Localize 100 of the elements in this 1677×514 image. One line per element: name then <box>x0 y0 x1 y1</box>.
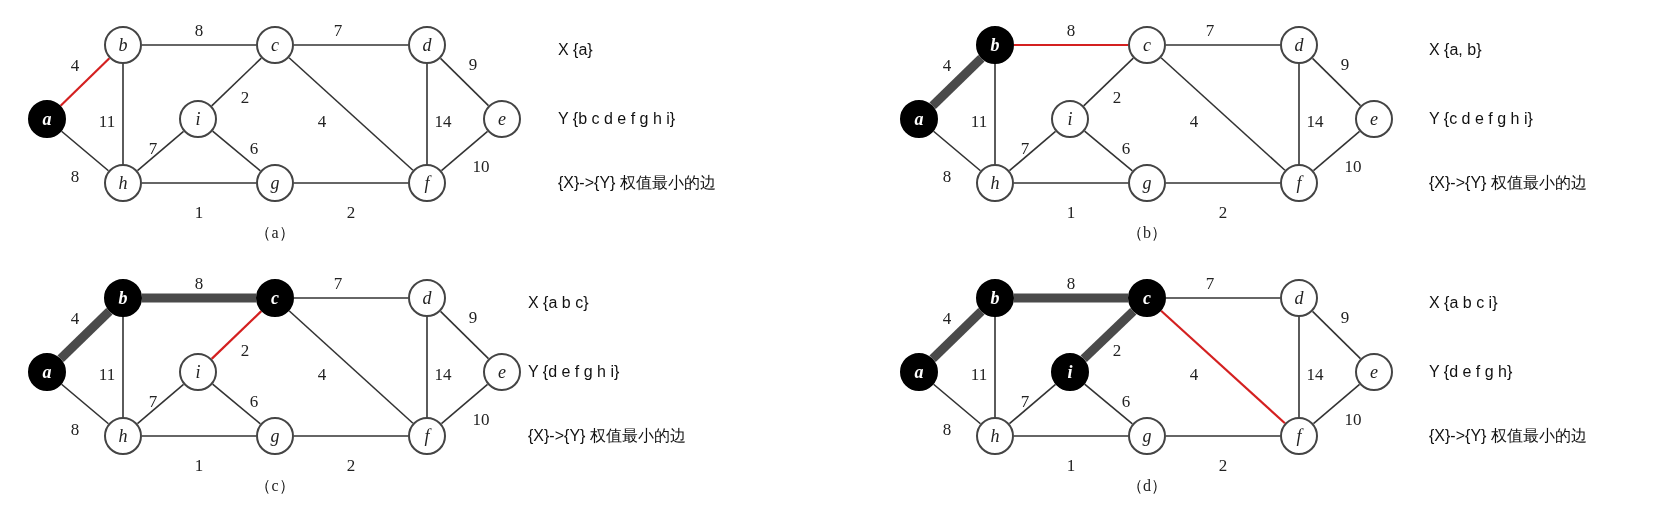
graph-edge <box>994 316 996 418</box>
graph-edge <box>122 63 124 165</box>
graph-edge <box>1165 182 1281 184</box>
edge-label: 9 <box>1340 308 1350 326</box>
edge-label: 14 <box>434 112 452 130</box>
edge-label: 2 <box>240 88 250 106</box>
edge-label: 6 <box>249 139 259 157</box>
graph-edge <box>1165 297 1281 299</box>
edge-label: 11 <box>98 112 116 130</box>
edge-label: 6 <box>249 392 259 410</box>
graph-edge <box>288 309 414 425</box>
edge-label: 4 <box>317 112 327 130</box>
edge-label: 9 <box>1340 55 1350 73</box>
visited-vertex: b <box>976 26 1014 64</box>
graph-edge <box>1160 309 1286 425</box>
vertex-set: Y {d e f g h} <box>1429 364 1513 380</box>
edge-label: 10 <box>1344 410 1362 428</box>
graph-edge <box>1082 57 1135 107</box>
visited-vertex: c <box>1128 279 1166 317</box>
graph-edge <box>1160 56 1286 172</box>
edge-label: 7 <box>1205 274 1215 292</box>
edge-label: 2 <box>1112 88 1122 106</box>
edge-label: 2 <box>346 456 356 474</box>
graph-edge <box>293 182 409 184</box>
graph-edge <box>1083 383 1134 425</box>
edge-label: 7 <box>148 392 158 410</box>
edge-label: 7 <box>333 21 343 39</box>
graph-edge <box>293 435 409 437</box>
edge-label: 10 <box>1344 157 1362 175</box>
vertex-set: X {a, b} <box>1429 42 1482 58</box>
panel-caption: （b） <box>1127 225 1167 241</box>
visited-vertex: i <box>1051 353 1089 391</box>
edge-label: 10 <box>472 410 490 428</box>
edge-label: 2 <box>1218 203 1228 221</box>
edge-label: 8 <box>1066 21 1076 39</box>
edge-label: 4 <box>317 365 327 383</box>
tree-edge <box>929 308 985 362</box>
vertex-set: X {a b c} <box>528 295 589 311</box>
graph-edge <box>60 383 110 425</box>
graph-edge <box>1298 63 1300 165</box>
graph-edge <box>136 130 185 172</box>
graph-edge <box>1013 182 1129 184</box>
graph-edge <box>60 130 110 172</box>
graph-edge <box>122 316 124 418</box>
edge-label: 14 <box>434 365 452 383</box>
graph-edge <box>210 57 263 107</box>
edge-label: 4 <box>942 56 952 74</box>
graph-edge <box>426 316 428 418</box>
edge-label: 8 <box>194 21 204 39</box>
graph-edge <box>1008 130 1057 172</box>
rule-note: {X}->{Y} 权值最小的边 <box>558 175 716 191</box>
edge-label: 14 <box>1306 112 1324 130</box>
visited-vertex: a <box>28 353 66 391</box>
edge-label: 4 <box>1189 112 1199 130</box>
rule-note: {X}->{Y} 权值最小的边 <box>1429 175 1587 191</box>
edge-label: 11 <box>98 365 116 383</box>
graph-edge <box>211 130 262 172</box>
panel-caption: （c） <box>255 478 295 494</box>
edge-label: 2 <box>346 203 356 221</box>
graph-edge <box>1165 435 1281 437</box>
edge-label: 8 <box>70 420 80 438</box>
vertex-set: X {a b c i} <box>1429 295 1498 311</box>
graph-edge <box>1311 57 1362 107</box>
vertex-set: X {a} <box>558 42 593 58</box>
edge-label: 8 <box>942 420 952 438</box>
graph-edge <box>994 63 996 165</box>
rule-note: {X}->{Y} 权值最小的边 <box>1429 428 1587 444</box>
graph-edge <box>1312 383 1361 425</box>
edge-label: 8 <box>194 274 204 292</box>
edge-label: 4 <box>1189 365 1199 383</box>
panel-caption: （a） <box>255 225 295 241</box>
edge-label: 4 <box>942 309 952 327</box>
vertex-set: Y {c d e f g h i} <box>1429 111 1533 127</box>
edge-label: 2 <box>1218 456 1228 474</box>
graph-edge <box>59 57 111 107</box>
edge-label: 11 <box>970 365 988 383</box>
visited-vertex: c <box>256 279 294 317</box>
tree-edge <box>1080 307 1137 363</box>
graph-edge <box>210 310 263 360</box>
graph-edge <box>1311 310 1362 360</box>
edge-label: 7 <box>333 274 343 292</box>
graph-edge <box>211 383 262 425</box>
graph-edge <box>1008 383 1057 425</box>
graph-edge <box>1312 130 1361 172</box>
graph-edge <box>1013 435 1129 437</box>
graph-edge <box>440 130 489 172</box>
graph-edge <box>136 383 185 425</box>
vertex-set: Y {b c d e f g h i} <box>558 111 676 127</box>
edge-label: 8 <box>1066 274 1076 292</box>
edge-label: 1 <box>1066 203 1076 221</box>
tree-edge <box>57 308 113 362</box>
edge-label: 6 <box>1121 139 1131 157</box>
graph-edge <box>426 63 428 165</box>
edge-label: 11 <box>970 112 988 130</box>
graph-edge <box>141 44 257 46</box>
tree-edge <box>142 293 256 303</box>
edge-label: 2 <box>240 341 250 359</box>
graph-edge <box>932 130 982 172</box>
edge-label: 7 <box>1205 21 1215 39</box>
graph-edge <box>439 310 490 360</box>
